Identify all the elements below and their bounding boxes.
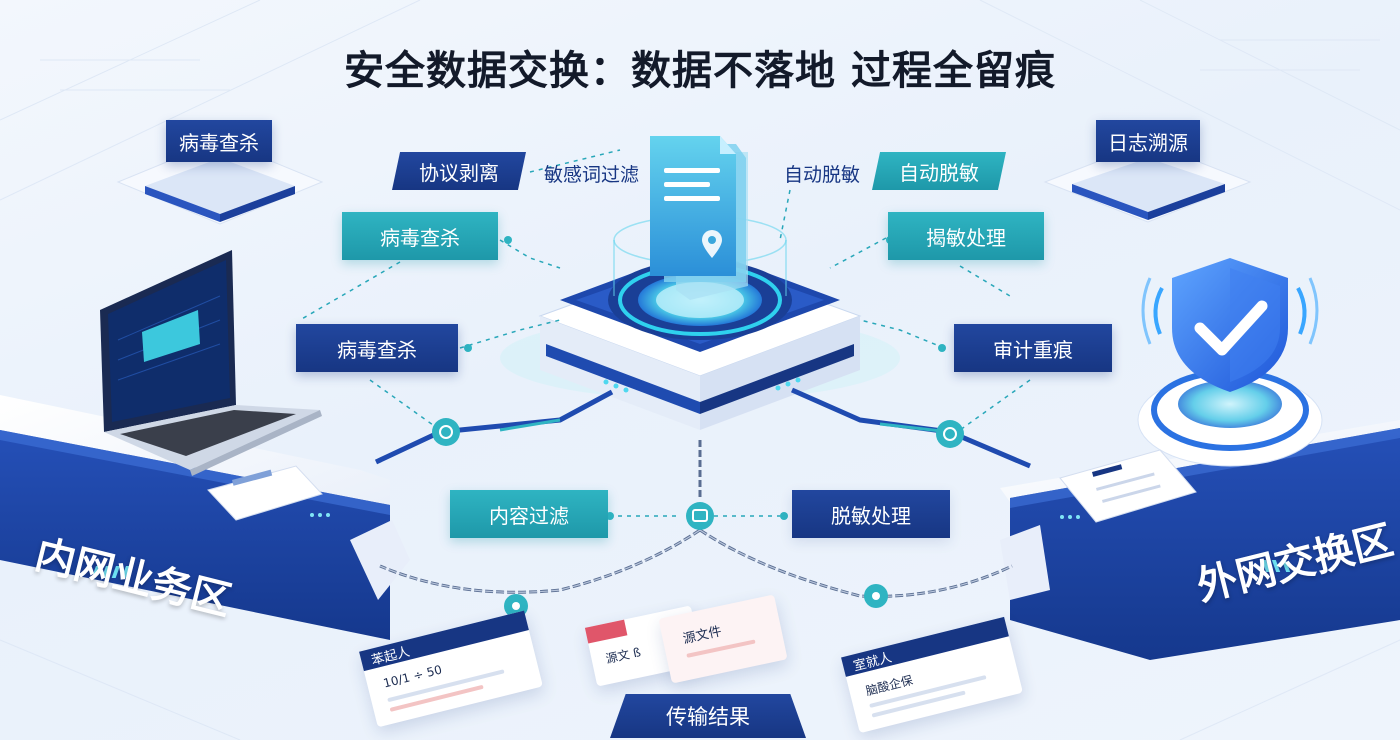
central-exchange-device: [500, 215, 900, 430]
left-tag-virus-scan-1: 病毒查杀: [342, 212, 498, 260]
chain-link-highlight: [379, 529, 1013, 597]
transfer-result-label: 传输结果: [610, 694, 806, 738]
protocol-strip-tag: 协议剥离: [392, 152, 526, 190]
left-tag-virus-scan-2: 病毒查杀: [296, 324, 458, 372]
left-mini-card: [207, 465, 323, 521]
document-icon: [650, 136, 748, 300]
connector-nodes: [432, 236, 964, 618]
right-mini-card: [1059, 449, 1197, 523]
auto-desensitize-text: 自动脱敏: [784, 164, 861, 186]
page-title: 安全数据交换：数据不落地 过程全留痕: [344, 48, 1056, 94]
content-filter-tag: 内容过滤: [450, 490, 608, 538]
dashed-connectors: [299, 149, 1031, 517]
right-tag-audit: 审计重痕: [954, 324, 1112, 372]
top-right-platform-label: 日志溯源: [1096, 120, 1200, 162]
top-left-platform-label: 病毒查杀: [166, 120, 272, 162]
right-tag-desensitize: 揭敏处理: [888, 212, 1044, 260]
laptop-illustration: [100, 250, 322, 476]
source-file-card-sub: 源文 ß: [604, 645, 642, 667]
auto-desensitize-tag: 自动脱敏: [872, 152, 1006, 190]
shield-illustration: [1137, 258, 1323, 467]
desensitize-process-tag: 脱敏处理: [792, 490, 950, 538]
source-file-card-title: 源文件: [681, 624, 724, 648]
sensitive-word-filter-text: 敏感词过滤: [544, 164, 640, 186]
